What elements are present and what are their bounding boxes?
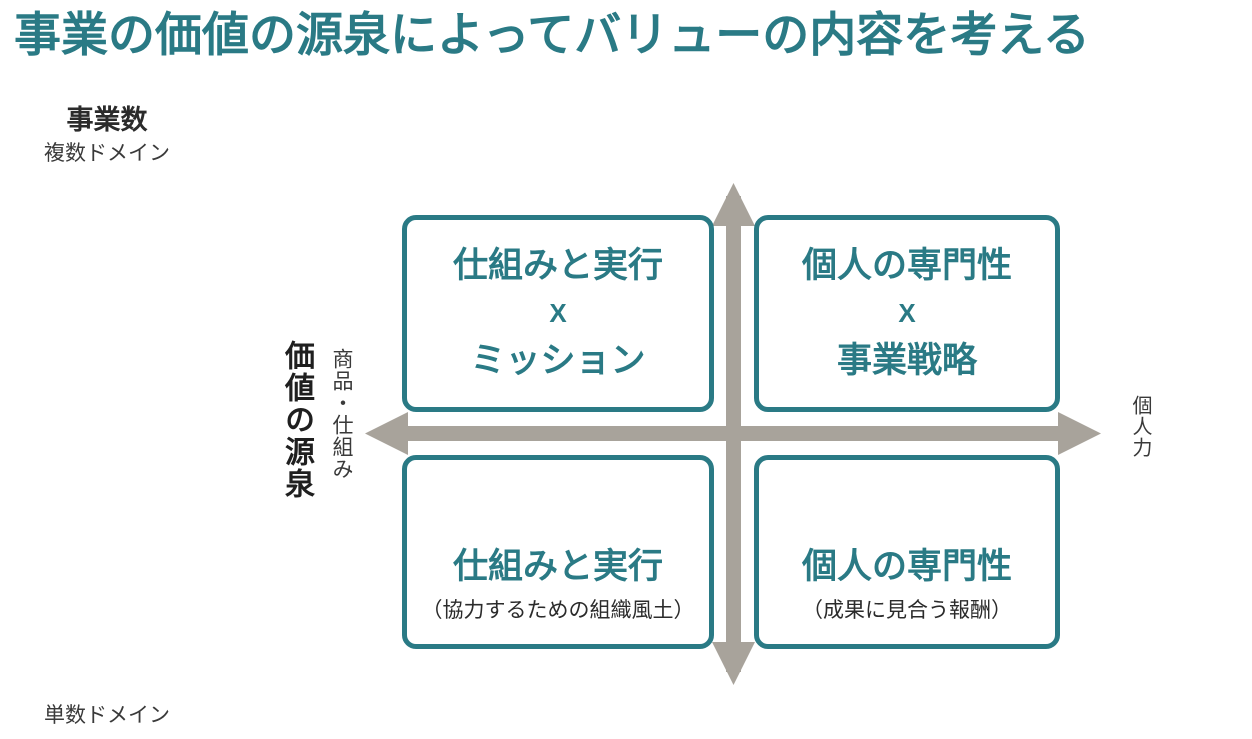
- quadrant-top-left-operator: X: [549, 298, 567, 329]
- quadrant-top-right-line2: 事業戦略: [836, 340, 977, 380]
- quadrant-bottom-right-line1: 個人の専門性: [801, 547, 1012, 587]
- quadrant-bottom-left[interactable]: 仕組みと実行 （協力するための組織風土）: [402, 455, 714, 649]
- quadrant-top-left-line2: ミッション: [470, 340, 646, 380]
- quadrant-bottom-left-note: （協力するための組織風土）: [421, 598, 695, 622]
- axis-label-vertical-top-sub: 複数ドメイン: [44, 142, 170, 165]
- vertical-axis-arrow: [712, 183, 755, 685]
- axis-label-vertical-top-main: 事業数: [66, 105, 148, 135]
- quadrant-top-left-line1: 仕組みと実行: [452, 245, 663, 285]
- horizontal-axis-arrow: [365, 412, 1101, 455]
- axis-label-horizontal-left-main: 価値の源泉: [280, 340, 313, 500]
- quadrant-bottom-right[interactable]: 個人の専門性 （成果に見合う報酬）: [754, 455, 1060, 649]
- quadrant-top-right[interactable]: 個人の専門性 X 事業戦略: [754, 215, 1060, 412]
- axis-label-horizontal-left-sub: 商品・仕組み: [330, 348, 353, 480]
- page-title: 事業の価値の源泉によってバリューの内容を考える: [14, 8, 1090, 61]
- quadrant-top-left[interactable]: 仕組みと実行 X ミッション: [402, 215, 714, 412]
- quadrant-top-right-operator: X: [898, 298, 916, 329]
- axis-label-vertical-bottom: 単数ドメイン: [44, 704, 170, 727]
- quadrant-bottom-right-note: （成果に見合う報酬）: [802, 598, 1012, 622]
- quadrant-bottom-left-line1: 仕組みと実行: [452, 547, 663, 587]
- quadrant-top-right-line1: 個人の専門性: [801, 245, 1012, 285]
- axis-label-horizontal-right: 個人力: [1129, 395, 1151, 458]
